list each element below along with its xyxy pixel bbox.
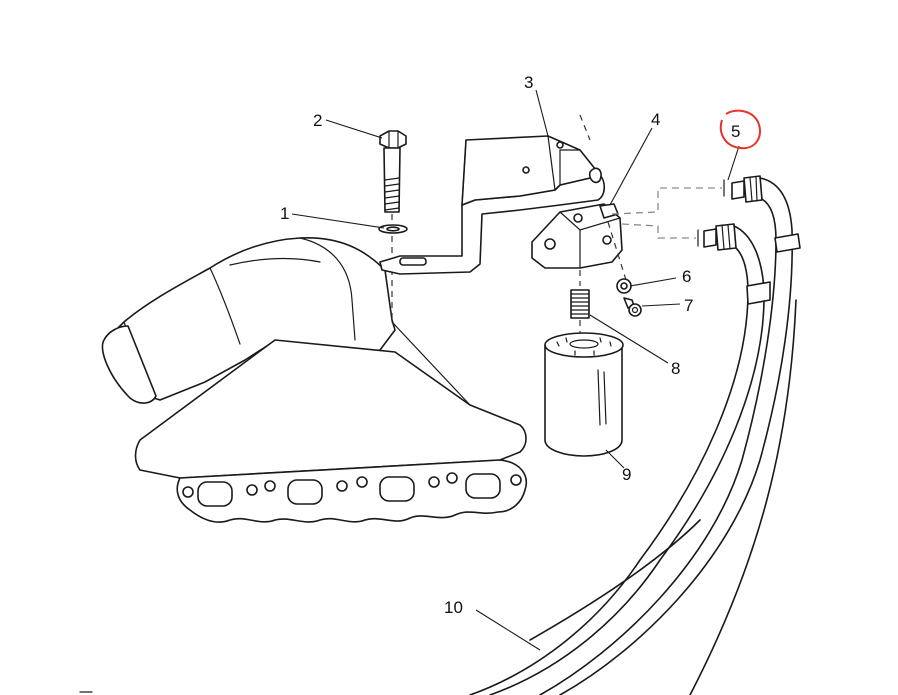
part-2-bolt bbox=[379, 130, 407, 213]
part-10-hoses bbox=[469, 177, 801, 695]
highlight-circle bbox=[719, 109, 761, 150]
callout-6: 6 bbox=[682, 267, 691, 286]
part-5-hose-fittings bbox=[611, 175, 763, 251]
part-9-oil-filter bbox=[544, 332, 624, 457]
callout-9: 9 bbox=[622, 465, 631, 484]
callout-7: 7 bbox=[684, 296, 693, 315]
part-7-screw bbox=[623, 297, 642, 317]
part-3-mounting-bracket bbox=[379, 114, 606, 275]
callout-labels: 1 2 3 4 5 6 7 8 9 10 bbox=[280, 73, 740, 617]
callout-2: 2 bbox=[313, 111, 322, 130]
part-8-threaded-nipple bbox=[570, 270, 590, 334]
callout-1: 1 bbox=[280, 204, 289, 223]
callout-10: 10 bbox=[444, 598, 463, 617]
exhaust-manifold bbox=[101, 237, 527, 523]
part-6-washer bbox=[616, 278, 632, 294]
callout-4: 4 bbox=[651, 110, 660, 129]
part-1-washer bbox=[378, 224, 408, 234]
callout-3: 3 bbox=[524, 73, 533, 92]
callout-8: 8 bbox=[671, 359, 680, 378]
part-4-filter-adapter bbox=[531, 203, 627, 281]
leader-lines bbox=[291, 89, 740, 651]
callout-5: 5 bbox=[731, 122, 740, 141]
